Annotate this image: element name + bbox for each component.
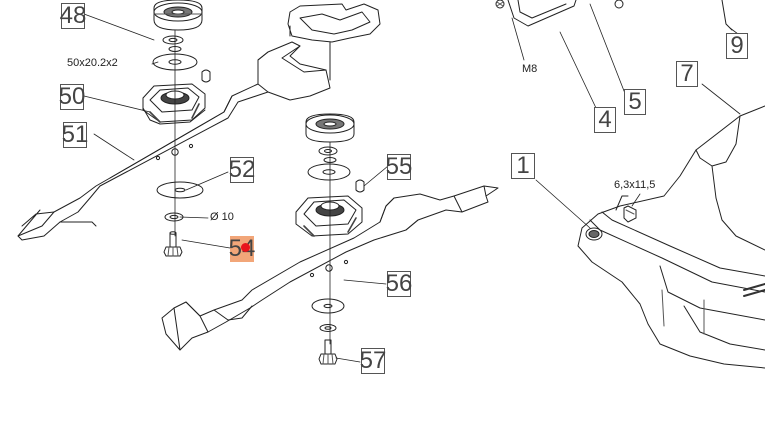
spring-washer-right: [319, 324, 337, 332]
washer-dimension-label: 50x20.2x2: [67, 57, 118, 69]
callout-55[interactable]: 55: [385, 153, 413, 180]
bearing-upper-left: [153, 0, 203, 31]
diameter-label: Ø 10: [210, 211, 234, 223]
callout-56[interactable]: 56: [385, 270, 413, 297]
selected-hotspot-marker[interactable]: [241, 243, 250, 252]
washer-small-left: [162, 35, 184, 52]
key-right: [355, 179, 365, 193]
bolt-right: [318, 339, 338, 365]
mower-blade-left: [17, 41, 331, 241]
callout-51[interactable]: 51: [61, 121, 89, 148]
washer-small-right: [318, 146, 338, 163]
screw-size-label: 6,3x11,5: [614, 179, 656, 191]
callout-1[interactable]: 1: [511, 153, 535, 179]
washer-disc-right: [311, 298, 345, 314]
screw-right: [623, 205, 637, 223]
callout-50[interactable]: 50: [58, 83, 86, 110]
callout-4[interactable]: 4: [594, 107, 616, 133]
callout-9[interactable]: 9: [726, 33, 748, 59]
bearing-right: [305, 113, 355, 143]
callout-52[interactable]: 52: [228, 156, 256, 183]
key-left: [201, 69, 211, 83]
washer-large-right: [307, 163, 351, 181]
washer-disc-left: [156, 181, 204, 199]
bolt-left: [163, 231, 183, 257]
callout-57[interactable]: 57: [359, 347, 387, 374]
bolt-size-label: M8: [522, 63, 538, 75]
top-bracket-center: [287, 3, 381, 81]
blade-adapter-left: [142, 83, 206, 125]
callout-48[interactable]: 48: [59, 2, 87, 29]
callout-7[interactable]: 7: [676, 61, 698, 87]
mower-blade-right: [161, 185, 499, 351]
callout-5[interactable]: 5: [624, 89, 646, 115]
blade-adapter-right: [295, 195, 363, 237]
mower-housing-right: [577, 105, 765, 369]
mounting-bracket-top-right: [495, 0, 733, 31]
